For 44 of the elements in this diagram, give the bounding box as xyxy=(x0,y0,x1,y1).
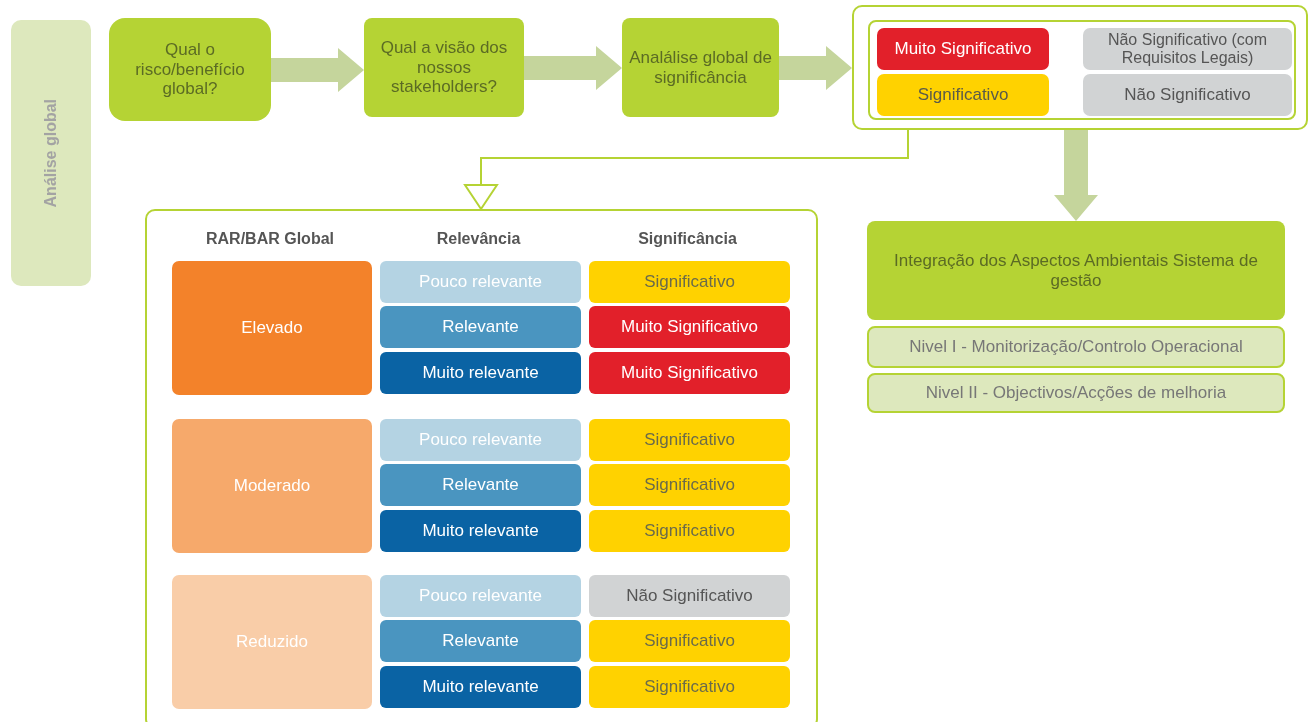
category-box: Muito Significativo xyxy=(877,28,1049,70)
callout-pointer xyxy=(464,129,909,210)
block-arrow xyxy=(779,46,852,90)
relevance-box: Muito relevante xyxy=(380,666,581,708)
relevance-box: Muito relevante xyxy=(380,510,581,552)
column-header: Significância xyxy=(637,230,738,248)
significance-box: Muito Significativo xyxy=(589,352,790,394)
category-box: Não Significativo xyxy=(1083,74,1292,116)
significance-box: Significativo xyxy=(589,510,790,552)
table-panel xyxy=(145,209,818,722)
relevance-box: Relevante xyxy=(380,306,581,348)
process-box: Qual a visão dos nossos stakeholders? xyxy=(364,18,524,117)
relevance-box: Pouco relevante xyxy=(380,261,581,303)
category-box: Não Significativo (com Requisitos Legais) xyxy=(1083,28,1292,70)
block-arrow xyxy=(524,46,622,90)
block-arrow xyxy=(1054,130,1098,221)
process-box: Analálise global de significância xyxy=(622,18,779,117)
column-header: RAR/BAR Global xyxy=(205,230,335,248)
relevance-box: Muito relevante xyxy=(380,352,581,394)
significance-box: Não Significativo xyxy=(589,575,790,617)
relevance-box: Pouco relevante xyxy=(380,575,581,617)
level-box: Nivel I - Monitorização/Controlo Operacional xyxy=(867,326,1285,368)
significance-box: Significativo xyxy=(589,666,790,708)
significance-box: Significativo xyxy=(589,620,790,662)
category-box: Significativo xyxy=(877,74,1049,116)
side-band xyxy=(11,20,91,286)
rating-box: Elevado xyxy=(172,261,372,395)
vertical-label: Análise global xyxy=(41,98,60,208)
significance-box: Significativo xyxy=(589,464,790,506)
column-header: Relevância xyxy=(435,230,522,248)
significance-box: Significativo xyxy=(589,419,790,461)
level-box: Nivel II - Objectivos/Acções de melhoria xyxy=(867,373,1285,413)
callout-panel xyxy=(852,5,1308,130)
block-arrow xyxy=(271,48,364,92)
relevance-box: Relevante xyxy=(380,620,581,662)
inner-panel xyxy=(868,20,1296,120)
significance-box: Significativo xyxy=(589,261,790,303)
rating-box: Moderado xyxy=(172,419,372,553)
relevance-box: Relevante xyxy=(380,464,581,506)
rating-box: Reduzido xyxy=(172,575,372,709)
result-box: Integração dos Aspectos Ambientais Sistema de gestão xyxy=(867,221,1285,320)
significance-box: Muito Significativo xyxy=(589,306,790,348)
process-box: Qual o risco/benefício global? xyxy=(109,18,271,121)
relevance-box: Pouco relevante xyxy=(380,419,581,461)
